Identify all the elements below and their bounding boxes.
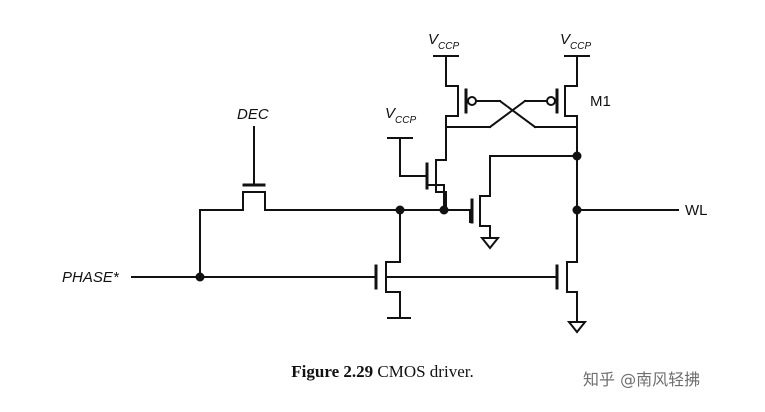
vccp-label: VCCP [385, 105, 416, 126]
ground-symbol-right [566, 321, 588, 334]
phase-label: PHASE* [62, 269, 120, 286]
cmos-driver-schematic: DEC PHASE* WL M1 VCCP VCCP VCCP [62, 31, 708, 334]
junction-dot [439, 205, 449, 215]
wl-label: WL [685, 202, 708, 219]
figure-caption: Figure 2.29 CMOS driver. [0, 362, 765, 382]
junction-dot [395, 205, 405, 215]
ground-symbol-mid [479, 237, 501, 250]
junction-dot [195, 272, 205, 282]
vccp-label: VCCP [560, 31, 591, 52]
figure-title: CMOS driver. [377, 362, 474, 381]
junction-dot [572, 151, 582, 161]
m1-label: M1 [590, 93, 611, 110]
vccp-label: VCCP [428, 31, 459, 52]
dec-label: DEC [237, 106, 269, 123]
junction-dot [572, 205, 582, 215]
figure-number: Figure 2.29 [291, 362, 374, 381]
watermark: 知乎 @南风轻拂 [583, 370, 701, 389]
